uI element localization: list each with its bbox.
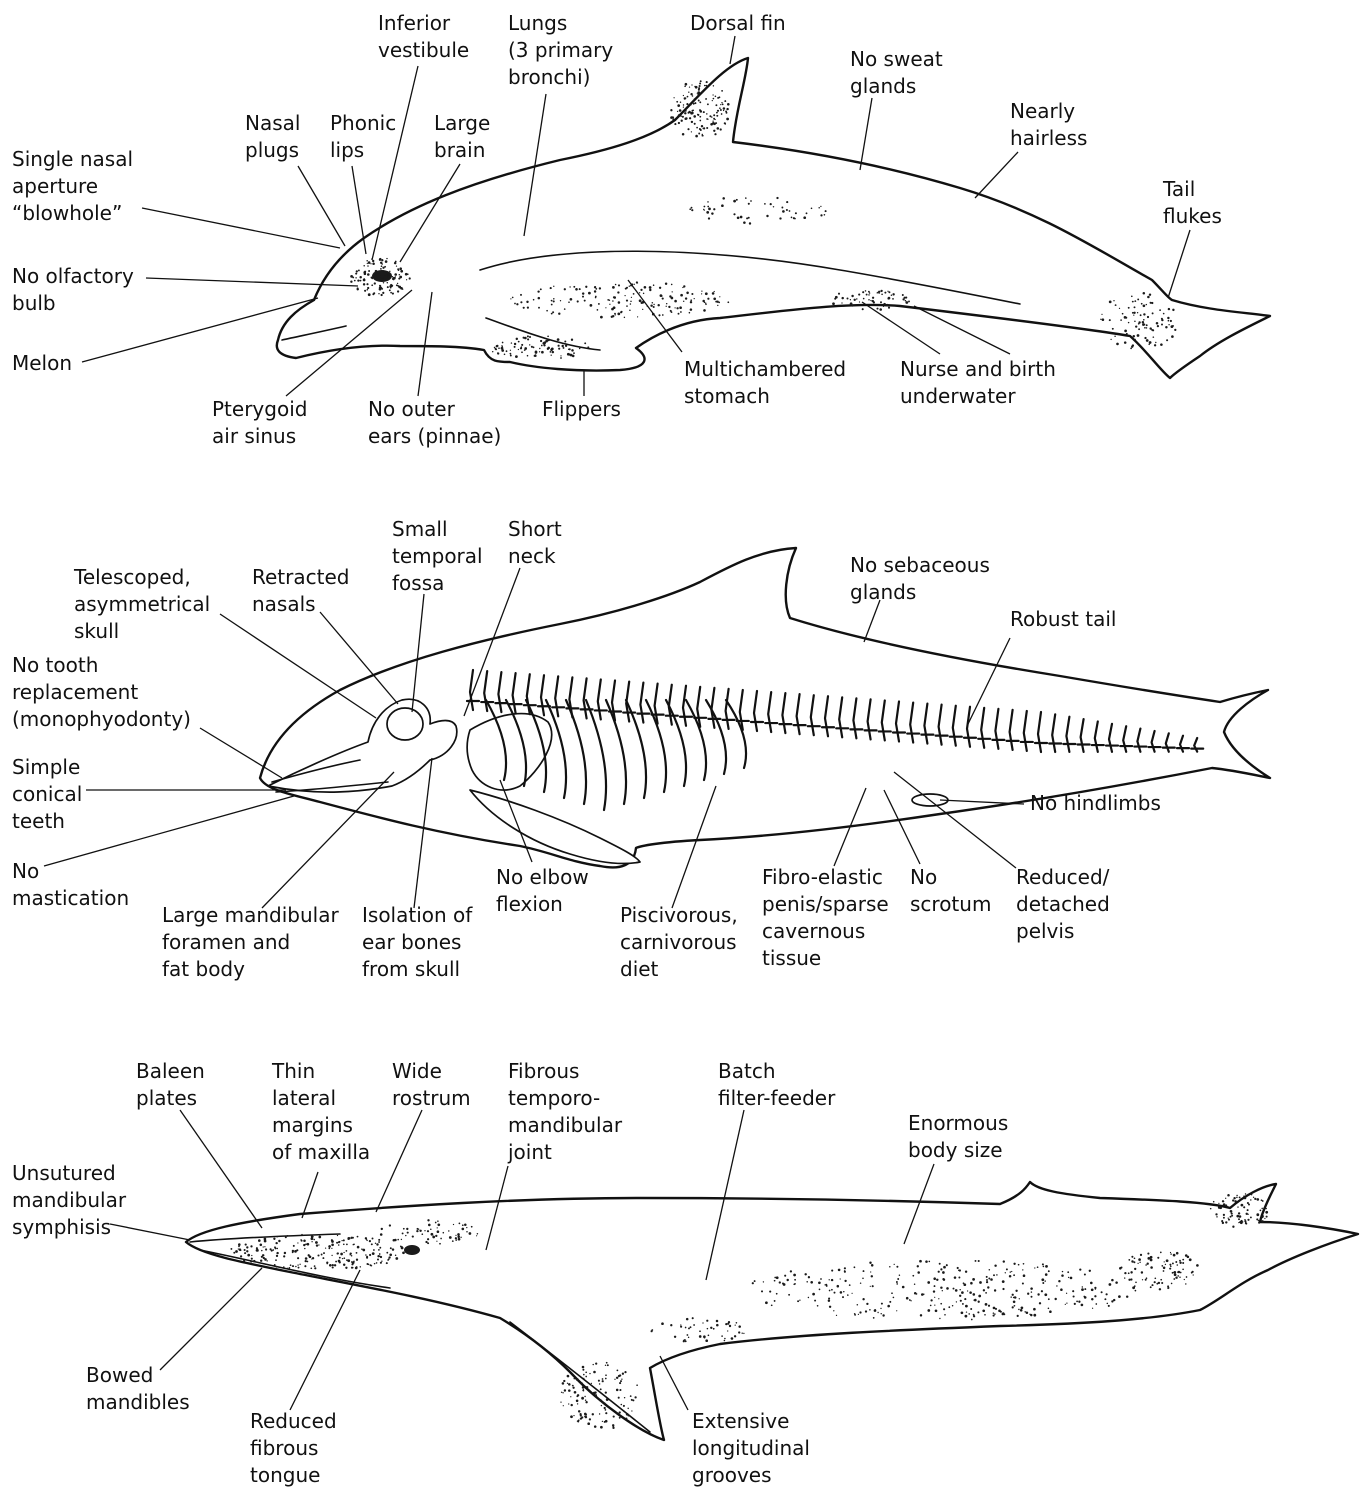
leader-reduced-fibrous-tongue [290,1270,360,1410]
leader-no-sweat-glands [860,98,872,170]
label-extensive-longitudinal-grooves: Extensive longitudinal grooves [692,1408,810,1488]
label-no-scrotum: No scrotum [910,864,991,918]
label-nurse-and-birth: Nurse and birth underwater [900,356,1056,410]
label-bowed-mandibles: Bowed mandibles [86,1362,190,1416]
label-telescoped-skull: Telescoped, asymmetrical skull [74,564,210,645]
label-wide-rostrum: Wide rostrum [392,1058,471,1112]
baleen-whale-figure [186,1182,1358,1440]
leader-thin-lateral-margins [302,1172,318,1218]
label-fibrous-tmj: Fibrous temporo- mandibular joint [508,1058,622,1166]
whale-body-outline [186,1182,1358,1440]
leader-tail-flukes [1168,230,1190,298]
label-no-mastication: No mastication [12,858,129,912]
label-no-elbow-flexion: No elbow flexion [496,864,589,918]
label-reduced-fibrous-tongue: Reduced fibrous tongue [250,1408,337,1488]
label-melon: Melon [12,350,72,377]
label-phonic-lips: Phonic lips [330,110,396,164]
label-reduced-pelvis: Reduced/ detached pelvis [1016,864,1110,945]
leader-dorsal-fin [730,36,735,64]
label-no-hindlimbs: No hindlimbs [1030,790,1161,817]
label-lungs: Lungs (3 primary bronchi) [508,10,613,91]
label-tail-flukes: Tail flukes [1163,176,1222,230]
label-short-neck: Short neck [508,516,562,570]
temporal-fossa-bone [387,708,423,740]
label-retracted-nasals: Retracted nasals [252,564,349,618]
leader-baleen-plates [180,1110,262,1228]
label-flippers: Flippers [542,396,621,423]
dolphin-external-figure [277,58,1270,378]
leader-single-nasal-aperture [142,208,340,248]
label-large-mandibular-foramen: Large mandibular foramen and fat body [162,902,339,983]
label-batch-filter-feeder: Batch filter-feeder [718,1058,835,1112]
label-large-brain: Large brain [434,110,490,164]
label-no-sebaceous-glands: No sebaceous glands [850,552,990,606]
leader-extensive-longitudinal-grooves [660,1356,688,1410]
label-pterygoid-air-sinus: Pterygoid air sinus [212,396,307,450]
label-nearly-hairless: Nearly hairless [1010,98,1087,152]
leader-bowed-mandibles [160,1268,262,1370]
label-no-outer-ears: No outer ears (pinnae) [368,396,501,450]
label-piscivorous-diet: Piscivorous, carnivorous diet [620,902,738,983]
label-isolation-ear-bones: Isolation of ear bones from skull [362,902,472,983]
label-fibro-elastic-penis: Fibro-elastic penis/sparse cavernous tis… [762,864,889,972]
label-simple-conical-teeth: Simple conical teeth [12,754,82,835]
label-baleen-plates: Baleen plates [136,1058,205,1112]
leader-telescoped-skull [220,614,376,718]
label-robust-tail: Robust tail [1010,606,1116,633]
label-no-sweat-glands: No sweat glands [850,46,943,100]
label-single-nasal-aperture: Single nasal aperture “blowhole” [12,146,133,227]
label-inferior-vestibule: Inferior vestibule [378,10,469,64]
label-unsutured-mandibular-symphisis: Unsutured mandibular symphisis [12,1160,126,1241]
label-nasal-plugs: Nasal plugs [245,110,300,164]
label-small-temporal-fossa: Small temporal fossa [392,516,483,597]
leader-no-sebaceous-glands [864,600,880,642]
dolphin-body-outline [277,58,1270,378]
label-no-olfactory-bulb: No olfactory bulb [12,263,134,317]
label-multichambered-stomach: Multichambered stomach [684,356,846,410]
label-thin-lateral-margins: Thin lateral margins of maxilla [272,1058,370,1166]
leader-wide-rostrum [376,1110,422,1212]
label-enormous-body-size: Enormous body size [908,1110,1008,1164]
leader-nearly-hairless [975,152,1018,198]
label-no-tooth-replacement: No tooth replacement (monophyodonty) [12,652,191,733]
leader-nasal-plugs [298,166,345,246]
label-dorsal-fin: Dorsal fin [690,10,786,37]
